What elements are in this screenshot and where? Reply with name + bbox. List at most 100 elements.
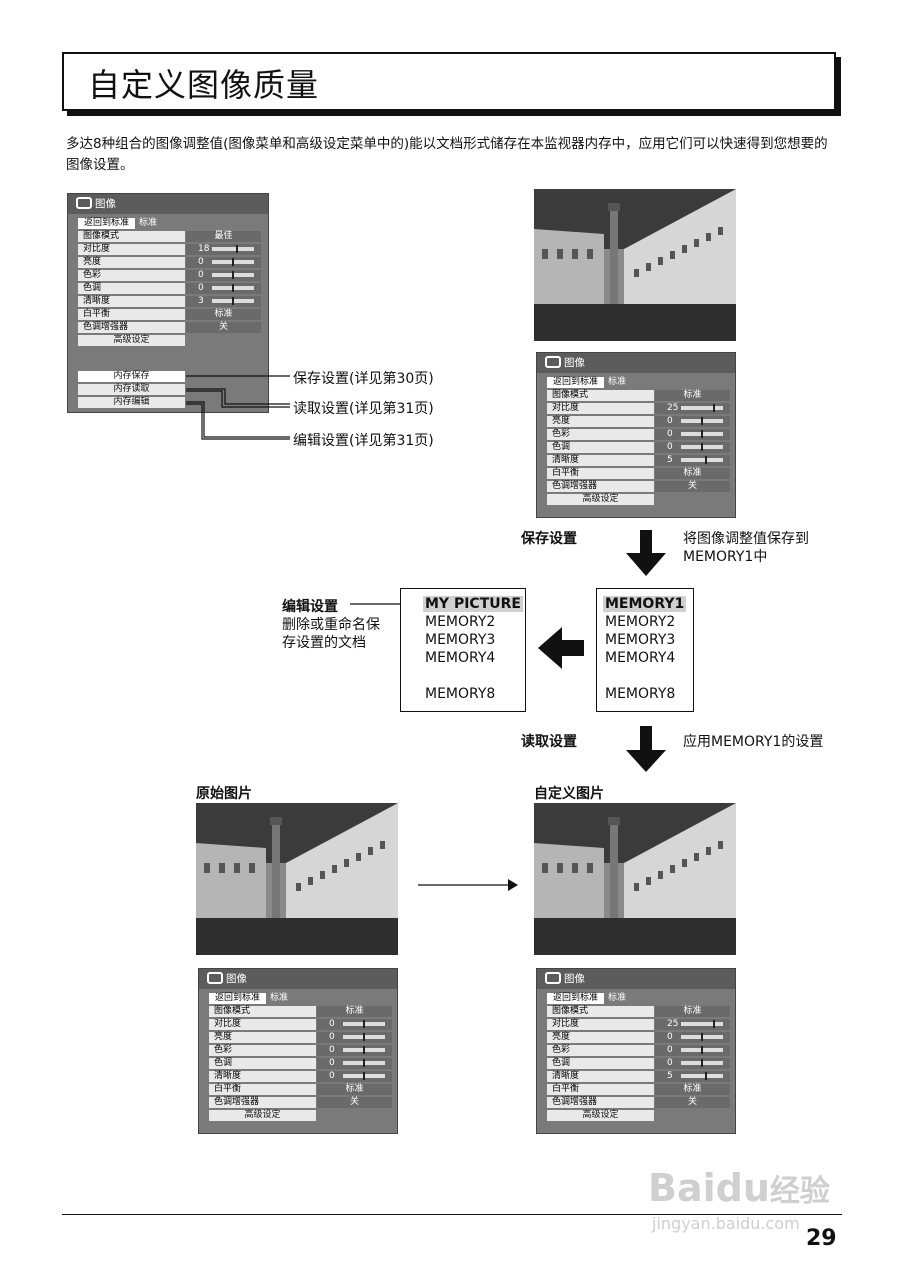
slider-knob[interactable] bbox=[713, 404, 715, 412]
white-balance-value: 标准 bbox=[214, 309, 233, 319]
contrast-slider[interactable] bbox=[681, 404, 723, 412]
slider-knob[interactable] bbox=[363, 1020, 365, 1028]
color-slider[interactable] bbox=[681, 430, 723, 438]
menu-row-white-balance[interactable]: 白平衡标准 bbox=[68, 309, 268, 320]
slider-knob[interactable] bbox=[363, 1046, 365, 1054]
advanced-settings-button[interactable]: 高级设定 bbox=[547, 1110, 654, 1121]
sharpness-slider[interactable] bbox=[681, 1072, 723, 1080]
sharpness-slider[interactable] bbox=[681, 456, 723, 464]
menu-row-enhancer[interactable]: 色调增强器关 bbox=[199, 1097, 397, 1108]
watermark-brand: Baidu经验 bbox=[648, 1166, 830, 1210]
memory-menu-item[interactable]: 内存编辑 bbox=[78, 397, 185, 408]
menu-row-white-balance[interactable]: 白平衡标准 bbox=[537, 1084, 735, 1095]
slider-knob[interactable] bbox=[363, 1033, 365, 1041]
menu-row-picture-mode[interactable]: 图像模式标准 bbox=[537, 1006, 735, 1017]
advanced-settings-button[interactable]: 高级设定 bbox=[547, 494, 654, 505]
sharpness-slider[interactable] bbox=[212, 297, 254, 305]
memory-item[interactable]: MEMORY8 bbox=[425, 686, 496, 702]
hue-value: 0 bbox=[198, 283, 204, 293]
memory-menu-item[interactable]: 内存读取 bbox=[78, 384, 185, 395]
contrast-slider[interactable] bbox=[343, 1020, 385, 1028]
slider-knob[interactable] bbox=[701, 417, 703, 425]
reset-button[interactable]: 返回到标准 bbox=[547, 377, 605, 388]
sharpness-value: 5 bbox=[667, 1071, 673, 1081]
memory-item[interactable]: MEMORY2 bbox=[605, 614, 676, 630]
brightness-slider[interactable] bbox=[212, 258, 254, 266]
reset-button[interactable]: 返回到标准 bbox=[547, 993, 605, 1004]
advanced-settings-button[interactable]: 高级设定 bbox=[78, 335, 185, 346]
slider-knob[interactable] bbox=[713, 1020, 715, 1028]
menu-row-white-balance[interactable]: 白平衡标准 bbox=[537, 468, 735, 479]
color-slider[interactable] bbox=[681, 1046, 723, 1054]
slider-knob[interactable] bbox=[701, 1059, 703, 1067]
slider-knob[interactable] bbox=[236, 245, 238, 253]
contrast-slider[interactable] bbox=[212, 245, 254, 253]
sharpness-slider[interactable] bbox=[343, 1072, 385, 1080]
memory-item[interactable]: MY PICTURE bbox=[423, 596, 523, 612]
color-slider[interactable] bbox=[212, 271, 254, 279]
slider-knob[interactable] bbox=[232, 297, 234, 305]
menu-row-white-balance[interactable]: 白平衡标准 bbox=[199, 1084, 397, 1095]
memory-item[interactable]: MEMORY4 bbox=[605, 650, 676, 666]
brightness-slider[interactable] bbox=[343, 1033, 385, 1041]
brightness-slider[interactable] bbox=[681, 417, 723, 425]
slider-knob[interactable] bbox=[701, 1033, 703, 1041]
menu-row-enhancer[interactable]: 色调增强器关 bbox=[68, 322, 268, 333]
memory-item[interactable]: MEMORY3 bbox=[605, 632, 676, 648]
reset-button[interactable]: 返回到标准 bbox=[209, 993, 267, 1004]
memory-item[interactable]: MEMORY2 bbox=[425, 614, 496, 630]
sharpness-value: 5 bbox=[667, 455, 673, 465]
slider-knob[interactable] bbox=[232, 284, 234, 292]
hue-slider[interactable] bbox=[681, 1059, 723, 1067]
slider-knob[interactable] bbox=[701, 1046, 703, 1054]
memory-item[interactable]: MEMORY1 bbox=[603, 596, 687, 612]
menu-row-enhancer[interactable]: 色调增强器关 bbox=[537, 1097, 735, 1108]
advanced-settings-button[interactable]: 高级设定 bbox=[209, 1110, 316, 1121]
slider-knob[interactable] bbox=[232, 258, 234, 266]
menu-label: 色调增强器 bbox=[209, 1097, 316, 1108]
hue-slider[interactable] bbox=[343, 1059, 385, 1067]
menu-label: 色彩 bbox=[78, 270, 185, 281]
hue-slider[interactable] bbox=[212, 284, 254, 292]
memory-item[interactable]: MEMORY4 bbox=[425, 650, 496, 666]
slider-knob[interactable] bbox=[363, 1059, 365, 1067]
contrast-slider[interactable] bbox=[681, 1020, 723, 1028]
menu-row-picture-mode[interactable]: 图像模式标准 bbox=[199, 1006, 397, 1017]
slider-knob[interactable] bbox=[363, 1072, 365, 1080]
slider-knob[interactable] bbox=[705, 1072, 707, 1080]
menu-row-picture-mode[interactable]: 图像模式标准 bbox=[537, 390, 735, 401]
slider-knob[interactable] bbox=[705, 456, 707, 464]
menu-row-picture-mode[interactable]: 图像模式最佳 bbox=[68, 231, 268, 242]
slider-knob[interactable] bbox=[701, 443, 703, 451]
reset-button[interactable]: 返回到标准 bbox=[78, 218, 136, 229]
slider-knob[interactable] bbox=[701, 430, 703, 438]
menu-row-enhancer[interactable]: 色调增强器关 bbox=[537, 481, 735, 492]
memory-item[interactable]: MEMORY8 bbox=[605, 686, 676, 702]
slider-knob[interactable] bbox=[232, 271, 234, 279]
color-slider[interactable] bbox=[343, 1046, 385, 1054]
memory-menu-item[interactable]: 内存保存 bbox=[78, 371, 185, 382]
hue-slider[interactable] bbox=[681, 443, 723, 451]
brightness-slider[interactable] bbox=[681, 1033, 723, 1041]
memory-item[interactable]: MEMORY3 bbox=[425, 632, 496, 648]
